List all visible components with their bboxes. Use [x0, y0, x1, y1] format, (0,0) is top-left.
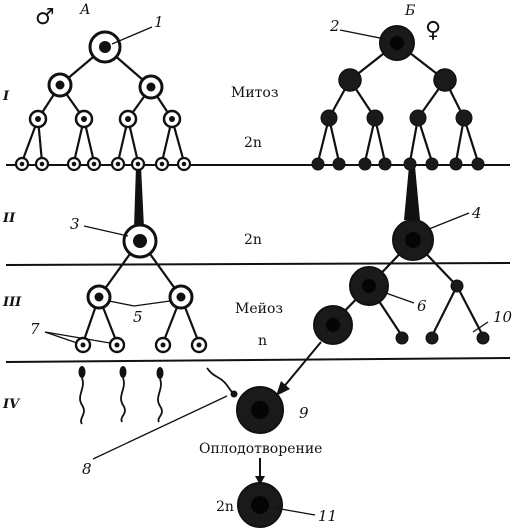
- stage-label-2: II: [2, 211, 16, 226]
- primordial-male-cell: [88, 30, 122, 64]
- male-column-letter: А: [79, 2, 91, 18]
- callout-leader-lines: [44, 26, 489, 516]
- stage-label-1: I: [2, 89, 10, 104]
- oogonium: [320, 109, 473, 127]
- fertilization-arrow: [255, 458, 265, 485]
- female-growth-wedge: [404, 166, 420, 220]
- divider-line-2: [5, 262, 511, 266]
- oogonium: [311, 157, 485, 171]
- divider-line-3: [5, 357, 511, 363]
- primary-oocyte: [392, 219, 434, 261]
- spermatogonium: [47, 72, 164, 100]
- callout-number-8: 8: [82, 460, 92, 478]
- polar-body: [395, 279, 490, 345]
- ploidy-label-haploid: n: [258, 333, 267, 349]
- callout-number-7: 7: [30, 320, 40, 338]
- male-growth-wedge: [134, 166, 144, 228]
- primordial-female-cell: [379, 25, 415, 61]
- sperm-cell: [78, 366, 86, 425]
- sperm-approaching-egg: [206, 367, 238, 398]
- female-symbol: ♀: [425, 18, 441, 43]
- ploidy-label-middle: 2n: [244, 232, 262, 248]
- meiosis-label: Мейоз: [235, 301, 283, 317]
- primary-spermatocyte: [122, 223, 158, 259]
- ootid-to-egg-arrow: [276, 341, 322, 396]
- ploidy-label-bottom: 2n: [216, 499, 234, 515]
- callout-number-6: 6: [417, 297, 427, 315]
- mitosis-label: Митоз: [231, 85, 278, 101]
- callout-number-10: 10: [493, 308, 513, 326]
- ploidy-label-top: 2n: [244, 135, 262, 151]
- ootid: [313, 305, 353, 345]
- callout-number-5: 5: [133, 308, 143, 326]
- callout-number-3: 3: [70, 215, 80, 233]
- sperm-cell: [119, 366, 127, 423]
- oogonium: [338, 68, 457, 92]
- sperm-cells: [78, 366, 164, 425]
- zygote: [237, 482, 283, 528]
- female-cells: [236, 25, 490, 528]
- stage-label-4: IV: [2, 397, 21, 412]
- secondary-spermatocyte: [86, 284, 194, 310]
- secondary-oocyte: [349, 266, 389, 306]
- spermatogonium: [14, 156, 192, 172]
- male-symbol: ♂: [35, 5, 55, 30]
- callout-number-4: 4: [471, 204, 482, 222]
- fertilization-label: Оплодотворение: [199, 441, 322, 457]
- stage-label-3: III: [2, 295, 22, 310]
- male-cells: [14, 30, 208, 354]
- fertilized-egg: [236, 386, 284, 434]
- callout-number-1: 1: [154, 13, 164, 31]
- spermatogonium: [28, 109, 182, 129]
- spermatid: [74, 336, 208, 354]
- female-column-letter: Б: [404, 3, 415, 19]
- callout-number-9: 9: [299, 404, 309, 422]
- sperm-cell: [156, 367, 164, 423]
- callout-number-11: 11: [318, 507, 337, 525]
- callout-number-2: 2: [329, 17, 340, 35]
